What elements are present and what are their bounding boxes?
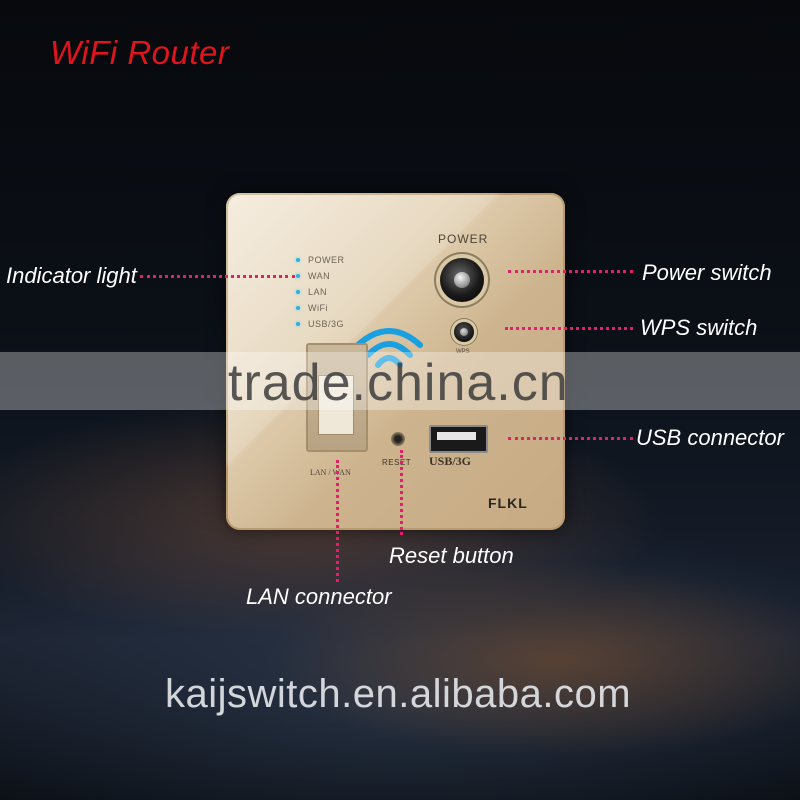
label-lan-connector: LAN connector — [246, 584, 392, 609]
led-icon — [296, 306, 300, 310]
label-power-switch: Power switch — [642, 260, 772, 285]
usb-port[interactable] — [429, 425, 488, 453]
leader-power — [508, 270, 633, 273]
label-reset-button: Reset button — [389, 543, 514, 568]
label-usb-connector: USB connector — [636, 425, 784, 450]
usb-text: USB/3G — [429, 454, 472, 468]
indicator-lan: LAN — [296, 287, 327, 297]
led-icon — [296, 258, 300, 262]
wps-text: WPS — [456, 349, 470, 355]
wps-button[interactable] — [454, 322, 474, 342]
indicator-label: WiFi — [308, 303, 328, 313]
indicator-label: WAN — [308, 271, 331, 281]
indicator-usb: USB/3G — [296, 319, 344, 329]
indicator-wan: WAN — [296, 271, 330, 281]
indicator-wifi: WiFi — [296, 303, 328, 313]
lan-text: LAN / WAN — [310, 468, 351, 477]
indicator-label: POWER — [308, 255, 345, 265]
site-url: kaijswitch.en.alibaba.com — [165, 672, 632, 716]
indicator-label: USB/3G — [308, 319, 345, 329]
power-text: POWER — [438, 232, 489, 246]
led-icon — [296, 290, 300, 294]
label-indicator-light: Indicator light — [6, 263, 137, 288]
led-icon — [296, 274, 300, 278]
reset-text: RESET — [382, 458, 412, 467]
indicator-label: LAN — [308, 287, 328, 297]
label-wps-switch: WPS switch — [640, 315, 758, 340]
leader-lan — [336, 460, 339, 582]
page-title: WiFi Router — [50, 34, 230, 71]
reset-button[interactable] — [391, 432, 405, 446]
brand-logo: FLKL — [488, 495, 528, 511]
indicator-power: POWER — [296, 255, 345, 265]
watermark-band — [0, 352, 800, 410]
lan-port[interactable] — [306, 343, 368, 452]
leader-indicator — [140, 275, 295, 278]
leader-usb — [508, 437, 633, 440]
watermark-text: trade.china.cn — [228, 354, 569, 412]
leader-reset — [400, 450, 403, 535]
wifi-icon — [355, 328, 423, 368]
leader-wps — [505, 327, 633, 330]
router-panel: POWER WAN LAN WiFi USB/3G POWER WPS LAN … — [226, 193, 565, 530]
power-button[interactable] — [440, 258, 484, 302]
led-icon — [296, 322, 300, 326]
